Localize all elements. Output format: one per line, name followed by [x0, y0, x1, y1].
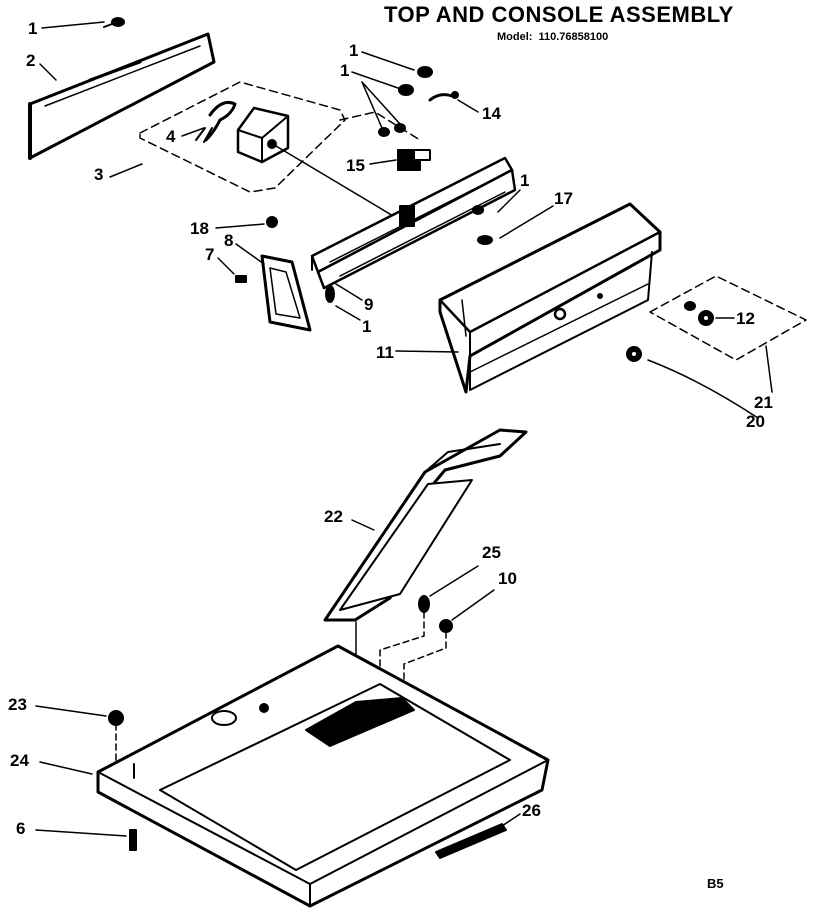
callout-22: 22: [324, 507, 343, 526]
part-screw-1d: [472, 205, 484, 215]
callout-18: 18: [190, 219, 209, 238]
part-wire-harness: [195, 100, 237, 143]
part-switch-15: [397, 149, 431, 171]
callout-1-top-left: 1: [28, 19, 38, 38]
part-screw-18: [266, 216, 278, 228]
part-clip-14: [428, 91, 459, 102]
part-screw-1a: [103, 17, 125, 28]
part-nut-23: [108, 710, 124, 726]
callout-8: 8: [224, 231, 234, 250]
callout-7: 7: [205, 245, 215, 264]
part-endcap-8: [260, 254, 312, 332]
part-knob-plate: [649, 275, 807, 361]
part-clip-7: [235, 275, 247, 283]
callout-24: 24: [10, 751, 29, 770]
model-line: Model: 110.76858100: [497, 31, 614, 43]
callout-3: 3: [94, 165, 104, 184]
callout-1-upper-b: 1: [340, 61, 350, 80]
callout-11: 11: [376, 343, 394, 362]
model-label: Model:: [497, 31, 533, 43]
part-screw-1b: [417, 66, 433, 78]
part-top-24: [96, 644, 550, 908]
part-bumper-10: [439, 619, 453, 633]
callout-1-lower: 1: [362, 317, 372, 336]
diagram-title: TOP AND CONSOLE ASSEMBLY: [384, 2, 734, 27]
page-code: B5: [707, 876, 724, 891]
callout-4: 4: [166, 127, 176, 146]
part-screw-17: [477, 235, 493, 245]
model-number: 110.76858100: [538, 31, 609, 43]
part-strip-26: [435, 823, 507, 859]
part-console-frame: [310, 156, 517, 290]
callout-1-right: 1: [520, 171, 530, 190]
part-screw-1c: [398, 84, 414, 96]
part-lid-22: [323, 428, 528, 695]
callout-10: 10: [498, 569, 517, 588]
callout-26: 26: [522, 801, 541, 820]
callout-2: 2: [26, 51, 36, 70]
callout-12: 12: [736, 309, 755, 328]
part-hinge-25: [418, 595, 430, 613]
callout-23: 23: [8, 695, 27, 714]
callout-14: 14: [482, 104, 501, 123]
part-screw-6: [129, 829, 137, 851]
callout-1-upper-a: 1: [349, 41, 359, 60]
callout-15: 15: [346, 156, 365, 175]
callout-6: 6: [16, 819, 26, 838]
part-console-panel: [438, 202, 662, 394]
leader-lines: [35, 21, 773, 837]
part-knob-20: [626, 346, 642, 362]
part-screw-pair: [378, 123, 406, 137]
callout-21: 21: [754, 393, 773, 412]
part-screw-9: [325, 285, 335, 303]
part-rear-panel: [28, 32, 216, 160]
callout-25: 25: [482, 543, 501, 562]
callout-20: 20: [746, 412, 765, 431]
part-timer: [236, 106, 421, 233]
callout-17: 17: [554, 189, 573, 208]
callout-9: 9: [364, 295, 374, 314]
